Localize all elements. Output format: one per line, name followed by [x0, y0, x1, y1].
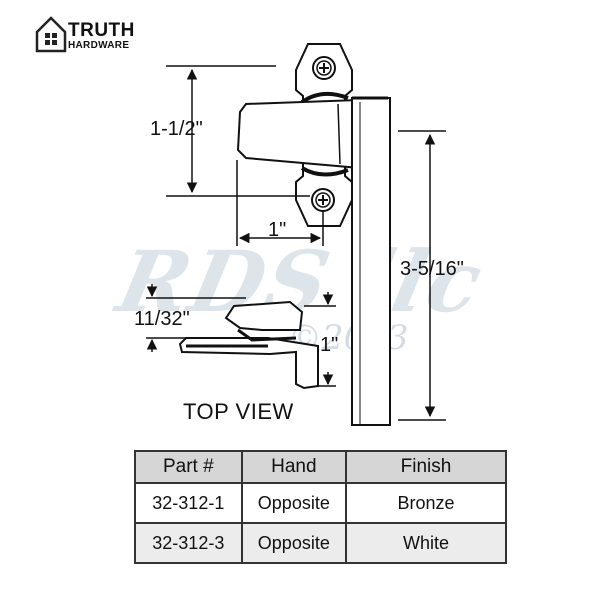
latch-bar — [351, 97, 391, 426]
screw-top-icon — [312, 56, 336, 80]
cell-finish: White — [345, 522, 507, 564]
dim-height-top: 1-1/2" — [150, 118, 203, 140]
dim-length-total: 3-5/16" — [400, 258, 464, 280]
header-finish: Finish — [345, 450, 507, 484]
table-row: 32-312-3 Opposite White — [134, 522, 507, 564]
cell-hand: Opposite — [240, 482, 348, 524]
dim-top-thickness: 11/32" — [134, 308, 190, 330]
screw-bottom-icon — [311, 188, 335, 212]
cell-part: 32-312-1 — [134, 482, 243, 524]
top-view-part — [178, 337, 319, 390]
handle-lever — [236, 98, 362, 170]
cell-hand: Opposite — [240, 522, 348, 564]
dim-width-handle: 1" — [268, 219, 287, 241]
header-hand: Hand — [240, 450, 348, 484]
logo-brand: TRUTH — [68, 20, 135, 41]
header-part: Part # — [134, 450, 243, 484]
cell-part: 32-312-3 — [134, 522, 243, 564]
house-icon — [35, 16, 67, 53]
dim-top-depth: 1" — [320, 334, 339, 356]
top-view-label: TOP VIEW — [183, 399, 294, 424]
cell-finish: Bronze — [345, 482, 507, 524]
table-row: 32-312-1 Opposite Bronze — [134, 482, 507, 524]
logo-subtitle: HARDWARE — [68, 40, 130, 51]
parts-table: Part # Hand Finish 32-312-1 Opposite Bro… — [134, 450, 507, 564]
table-header-row: Part # Hand Finish — [134, 450, 507, 484]
